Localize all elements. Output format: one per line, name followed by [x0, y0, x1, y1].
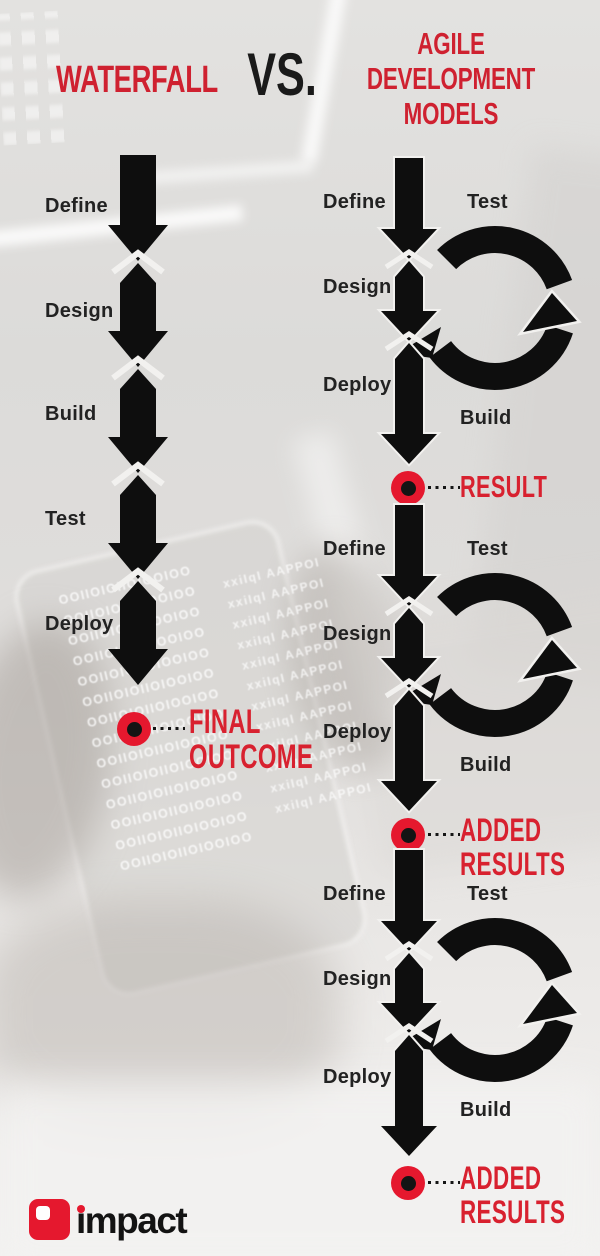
bullseye-dot — [400, 1175, 416, 1191]
down-arrow-icon — [108, 475, 168, 579]
arrow-junction-gap — [111, 249, 165, 275]
agile-outcome-label-3: ADDED RESULTS — [460, 1161, 565, 1229]
agile-step-test: Test — [467, 883, 508, 905]
agile-title-line: DEVELOPMENT — [366, 61, 536, 96]
bullseye-dot — [400, 480, 416, 496]
impact-logo-dot — [36, 1206, 50, 1220]
agile-step-design: Design — [323, 276, 392, 298]
outcome-line: RESULTS — [460, 846, 566, 882]
dotted-leader — [428, 1181, 460, 1184]
down-arrow-icon — [108, 263, 168, 367]
agile-step-deploy: Deploy — [323, 721, 392, 743]
agile-step-deploy: Deploy — [323, 1066, 392, 1088]
agile-step-build: Build — [460, 1099, 512, 1121]
outcome-line: RESULT — [460, 469, 548, 504]
agile-step-deploy: Deploy — [323, 374, 392, 396]
waterfall-step-define: Define — [45, 195, 108, 217]
bullseye-icon — [391, 1166, 425, 1200]
waterfall-step-design: Design — [45, 300, 114, 322]
agile-cycle-2: Define Design Deploy Test Build — [320, 502, 600, 822]
bullseye-dot — [400, 827, 416, 843]
agile-cycle-3: Define Design Deploy Test Build — [320, 847, 600, 1167]
waterfall-step-deploy: Deploy — [45, 613, 114, 635]
waterfall-step-build: Build — [45, 403, 97, 425]
waterfall-arrow-chain — [108, 155, 168, 685]
agile-step-design: Design — [323, 968, 392, 990]
logo-letters-rest: mpact — [84, 1200, 188, 1241]
agile-title-line: MODELS — [403, 96, 499, 131]
agile-step-test: Test — [467, 191, 508, 213]
waterfall-title: WATERFALL — [56, 59, 218, 101]
outcome-line: FINAL — [189, 703, 261, 741]
dotted-leader — [428, 833, 460, 836]
agile-step-define: Define — [323, 883, 386, 905]
impact-logo-text: impact — [76, 1200, 188, 1241]
dotted-leader — [153, 727, 185, 730]
arrow-junction-gap — [111, 355, 165, 381]
agile-step-build: Build — [460, 407, 512, 429]
agile-outcome-label-1: RESULT — [460, 470, 547, 503]
agile-step-design: Design — [323, 623, 392, 645]
bg-bottom-light — [0, 1080, 600, 1256]
agile-step-define: Define — [323, 191, 386, 213]
waterfall-step-test: Test — [45, 508, 86, 530]
outcome-line: OUTCOME — [189, 738, 314, 776]
outcome-line: RESULTS — [460, 1194, 566, 1230]
bullseye-dot — [126, 721, 142, 737]
agile-cycle-1: Define Design Deploy Test Build — [320, 155, 600, 475]
agile-step-test: Test — [467, 538, 508, 560]
down-arrow-icon — [108, 369, 168, 473]
agile-title: AGILE DEVELOPMENT MODELS — [365, 26, 538, 131]
agile-step-define: Define — [323, 538, 386, 560]
waterfall-outcome-label: FINAL OUTCOME — [189, 705, 313, 775]
down-arrow-icon — [108, 155, 168, 261]
vs-label: VS. — [247, 41, 317, 108]
agile-outcome-label-2: ADDED RESULTS — [460, 813, 565, 881]
dotted-leader — [428, 486, 460, 489]
arrow-junction-gap — [111, 461, 165, 487]
agile-title-line: AGILE — [417, 26, 485, 61]
impact-logo-mark — [29, 1199, 70, 1240]
outcome-line: ADDED — [460, 1160, 542, 1196]
down-arrow-icon — [108, 581, 168, 685]
agile-step-build: Build — [460, 754, 512, 776]
outcome-line: ADDED — [460, 812, 542, 848]
bullseye-icon — [391, 818, 425, 852]
bullseye-icon — [391, 471, 425, 505]
bullseye-icon — [117, 712, 151, 746]
logo-letter-i: i — [76, 1200, 86, 1241]
arrow-junction-gap — [111, 567, 165, 593]
